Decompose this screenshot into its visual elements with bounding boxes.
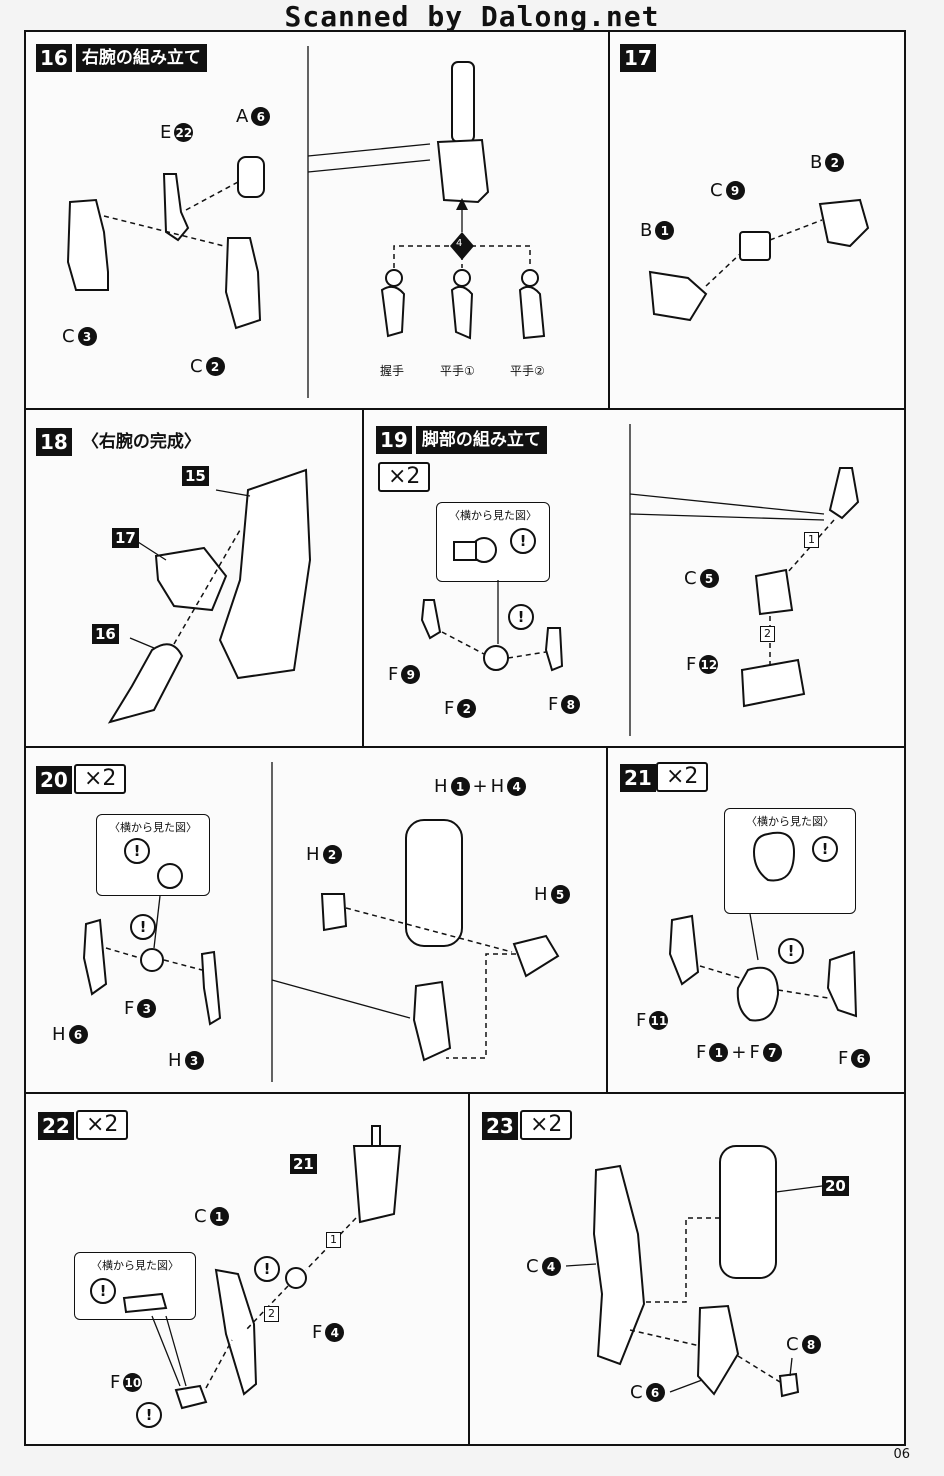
ref-step-15: 15 (182, 466, 209, 486)
panel-step-16: 16 右腕の組み立て (24, 30, 610, 410)
assembly-drawing (420, 424, 860, 736)
step-header: 19 脚部の組み立て (376, 426, 547, 454)
assembly-drawing (82, 762, 560, 1082)
warning-icon: ! (508, 604, 534, 630)
assembly-drawing (66, 46, 546, 398)
warning-icon: ! (90, 1278, 116, 1304)
warning-icon: ! (254, 1256, 280, 1282)
quantity-badge: ×2 (520, 1110, 573, 1140)
assembly-drawing (668, 831, 858, 1022)
assembly-drawing (122, 1125, 402, 1410)
step-number: 18 (36, 428, 72, 456)
quantity-badge: ×2 (74, 764, 127, 794)
panel-step-18: 18 〈右腕の完成〉 15 17 16 (24, 408, 364, 748)
page-number: 06 (893, 1447, 910, 1462)
hand-note: 4 (456, 238, 463, 249)
hand-label-open-1: 平手① (440, 364, 475, 378)
warning-icon: ! (510, 528, 536, 554)
warning-icon: ! (124, 838, 150, 864)
warning-icon: ! (130, 914, 156, 940)
step-title: 脚部の組み立て (415, 426, 547, 454)
ref-step-16: 16 (92, 624, 119, 644)
step-header: 17 (620, 44, 656, 72)
assembly-drawing (107, 468, 312, 724)
side-view-callout: 〈横から見た図〉 (724, 808, 856, 914)
hand-label-fist: 握手 (380, 364, 405, 378)
step-header: 18 〈右腕の完成〉 (36, 428, 207, 456)
step-header: 16 右腕の組み立て (36, 44, 207, 72)
step-number: 16 (36, 44, 72, 72)
hand-label-open-2: 平手② (510, 364, 545, 378)
ref-step-17: 17 (112, 528, 139, 548)
warning-icon: ! (136, 1402, 162, 1428)
step-header: 20 (36, 766, 72, 794)
substep-2: 2 (264, 1306, 279, 1322)
step-header: 23 (482, 1112, 518, 1140)
step-header: 22 (38, 1112, 74, 1140)
warning-icon: ! (778, 938, 804, 964)
step-number: 22 (38, 1112, 74, 1140)
step-title: 〈右腕の完成〉 (81, 432, 201, 452)
substep-1: 1 (804, 532, 819, 548)
step-number: 19 (376, 426, 412, 454)
step-number: 17 (620, 44, 656, 72)
assembly-drawing (648, 198, 870, 322)
quantity-badge: ×2 (656, 762, 709, 792)
assembly-drawing (565, 1145, 823, 1398)
step-title: 右腕の組み立て (75, 44, 207, 72)
ref-step-20: 20 (822, 1176, 849, 1196)
step-number: 20 (36, 766, 72, 794)
ref-step-21: 21 (290, 1154, 317, 1174)
substep-1: 1 (326, 1232, 341, 1248)
warning-icon: ! (812, 836, 838, 862)
side-view-callout: 〈横から見た図〉 (96, 814, 210, 896)
quantity-badge: ×2 (378, 462, 431, 492)
scan-credit: Scanned by Dalong.net (284, 0, 660, 33)
step-header: 21 (620, 764, 656, 792)
quantity-badge: ×2 (76, 1110, 129, 1140)
step-number: 23 (482, 1112, 518, 1140)
substep-2: 2 (760, 626, 775, 642)
step-number: 21 (620, 764, 656, 792)
